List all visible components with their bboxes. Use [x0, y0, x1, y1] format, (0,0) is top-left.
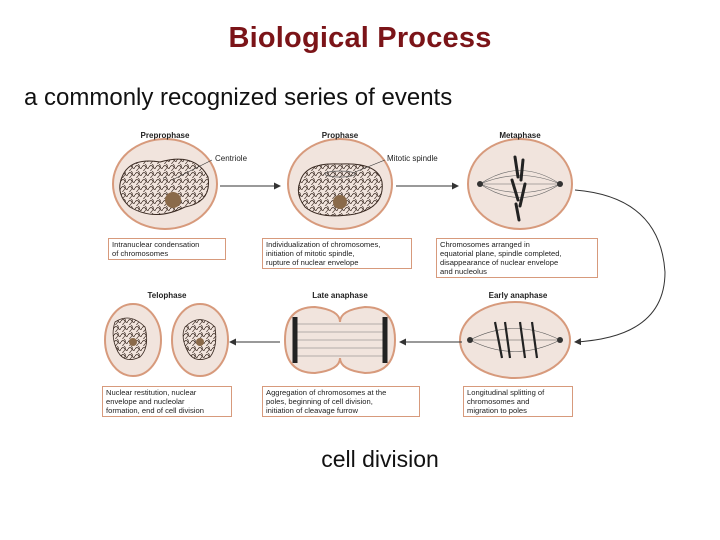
stage-label-late-anaphase: Late anaphase	[312, 291, 368, 300]
late-anaphase-cell	[283, 305, 397, 375]
description-box-metaphase: Chromosomes arranged in equatorial plane…	[436, 238, 598, 278]
early-anaphase-cell	[459, 301, 571, 379]
preprophase-cell: ⌐	[112, 138, 218, 230]
stage-label-prophase: Prophase	[321, 131, 359, 140]
description-box-preprophase: Intranuclear condensation of chromosomes	[108, 238, 226, 260]
svg-text:⌐: ⌐	[163, 175, 167, 182]
stage-label-metaphase: Metaphase	[499, 131, 541, 140]
metaphase-cell	[467, 138, 573, 230]
stage-label-preprophase: Preprophase	[140, 131, 190, 140]
figure-caption: cell division	[321, 446, 439, 472]
callout-mitotic-spindle: Mitotic spindle	[387, 154, 438, 163]
description-box-telophase: Nuclear restitution, nuclear envelope an…	[102, 386, 232, 417]
description-box-late-anaphase: Aggregation of chromosomes at the poles,…	[262, 386, 420, 417]
description-box-early-anaphase: Longitudinal splitting of chromosomes an…	[463, 386, 573, 417]
prophase-cell	[287, 138, 393, 230]
mitosis-figure: ⌐	[100, 122, 685, 427]
description-box-prophase: Individualization of chromosomes, initia…	[262, 238, 412, 269]
mitosis-illustration: ⌐	[104, 138, 666, 379]
callout-centriole: Centriole	[215, 154, 248, 163]
page-title: Biological Process	[228, 22, 492, 54]
stage-label-early-anaphase: Early anaphase	[488, 291, 548, 300]
flow-arrows	[220, 182, 666, 346]
page-subtitle: a commonly recognized series of events	[24, 84, 453, 111]
stage-label-telophase: Telophase	[147, 291, 187, 300]
telophase-cells	[104, 303, 229, 377]
